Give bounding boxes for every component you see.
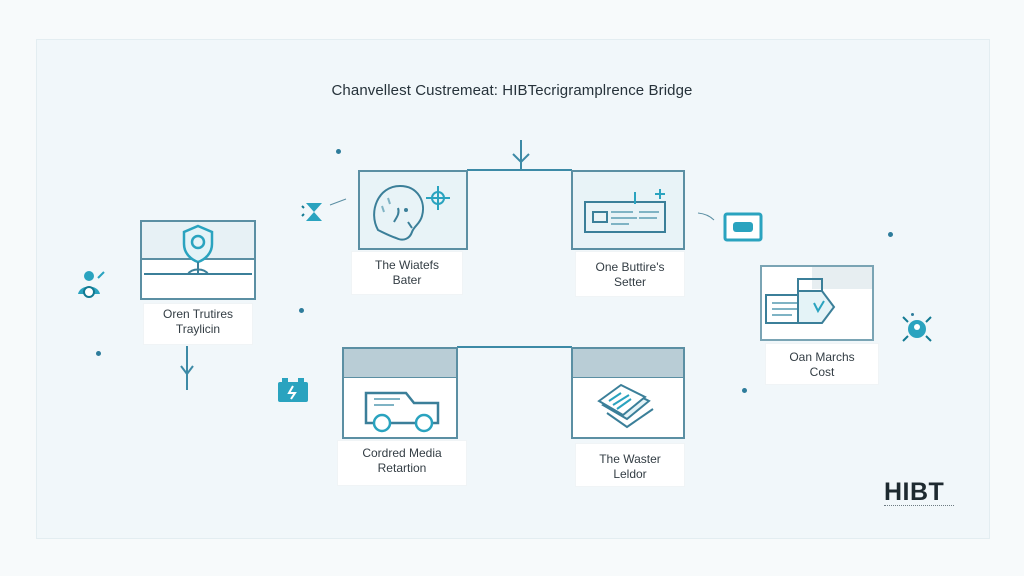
dot <box>336 149 341 154</box>
node-left-label: Oren Trutires Traylicin <box>144 304 252 344</box>
dot <box>888 232 893 237</box>
head-profile-icon <box>373 184 450 241</box>
shield-badge-icon <box>144 224 252 275</box>
dot <box>299 308 304 313</box>
stacked-papers-icon <box>597 383 654 429</box>
hourglass-icon <box>301 203 322 221</box>
node-topright-card[interactable] <box>571 170 685 250</box>
battery-icon <box>278 378 308 402</box>
node-botright-card[interactable] <box>571 347 685 439</box>
node-botright-label: The Waster Leldor <box>576 444 684 486</box>
node-topleft-card[interactable] <box>358 170 468 250</box>
left-stem-arrow <box>180 365 194 376</box>
node-left-card[interactable] <box>140 220 256 300</box>
node-right-label: Oan Marchs Cost <box>766 344 878 384</box>
gear-person-icon <box>902 316 932 342</box>
node-topleft-label: The Wiatefs Bater <box>352 252 462 294</box>
dot <box>911 313 914 316</box>
brand-logo: HIBT <box>884 478 945 506</box>
person-support-icon <box>78 271 105 298</box>
node-right-card[interactable] <box>760 265 874 341</box>
card-chip-icon <box>723 212 763 242</box>
brand-tagline-line <box>884 505 954 508</box>
top-stem-arrow <box>512 153 530 164</box>
dot <box>742 388 747 393</box>
node-botleft-card[interactable] <box>342 347 458 439</box>
dashboard-panel-icon <box>584 189 666 233</box>
node-topright-label: One Buttire's Setter <box>576 252 684 296</box>
document-tag-icon <box>765 267 872 324</box>
left-dash <box>329 198 347 206</box>
right-dash <box>697 212 715 221</box>
dot <box>96 351 101 356</box>
node-botleft-label: Cordred Media Retartion <box>338 441 466 485</box>
diagram-title: Chanvellest Custremeat: HIBTecrigramplre… <box>331 82 693 99</box>
delivery-truck-icon <box>364 391 440 433</box>
